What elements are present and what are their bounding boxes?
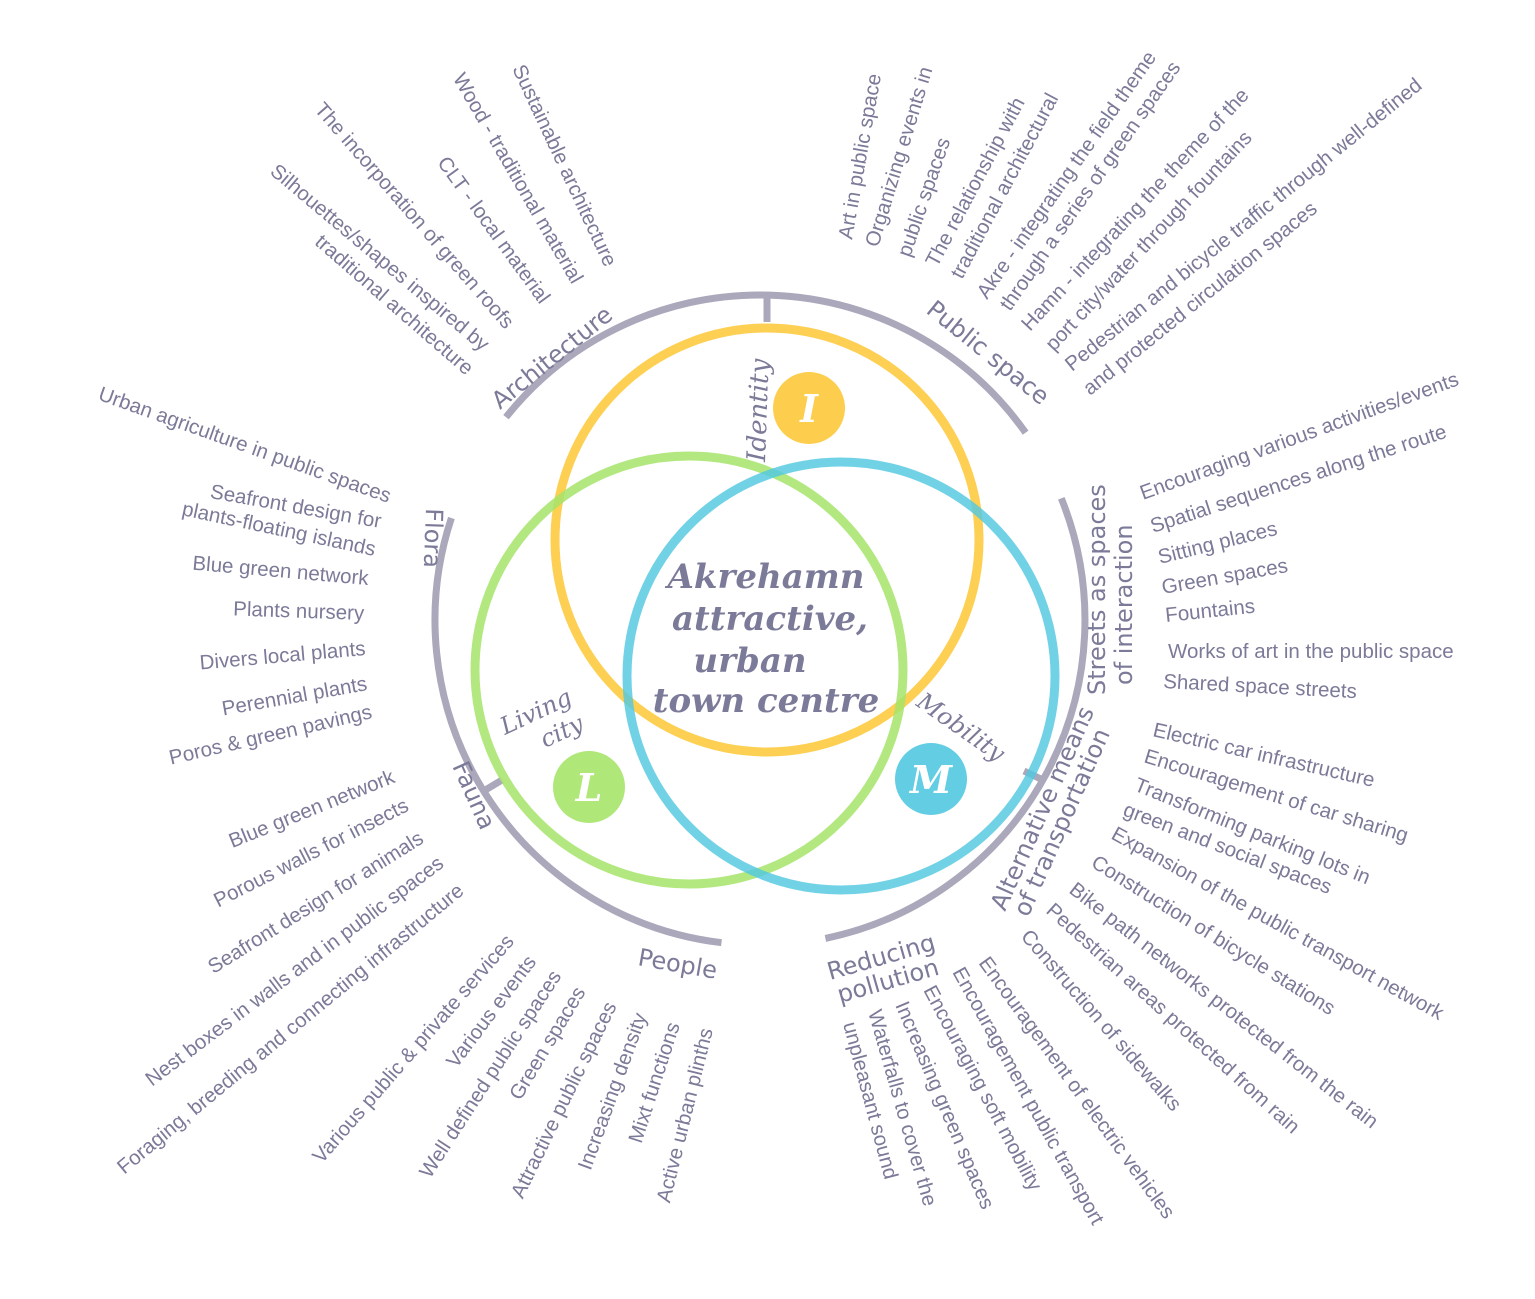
streets-item: Fountains bbox=[1164, 595, 1256, 627]
arc-streets-transport-pollution bbox=[824, 496, 1089, 942]
flora-item: Blue green network bbox=[192, 552, 371, 590]
mobility-circle bbox=[622, 457, 1060, 895]
flora-item: Plants nursery bbox=[233, 597, 366, 625]
streets-item: Works of art in the public space bbox=[1168, 640, 1454, 663]
living-city-badge-letter: L bbox=[575, 765, 603, 810]
center-title: Akrehamn attractive, urban town centre bbox=[653, 557, 880, 721]
center-title-line: Akrehamn bbox=[665, 557, 865, 597]
category-label-streets: Streets as spaces bbox=[1083, 484, 1111, 695]
mobility-badge bbox=[895, 743, 967, 815]
streets-item: Shared space streets bbox=[1163, 670, 1358, 703]
identity-badge bbox=[773, 372, 845, 444]
arc-flora-fauna-people bbox=[431, 516, 722, 947]
identity-label: Identity bbox=[742, 358, 776, 463]
category-label-streets: of interaction bbox=[1110, 524, 1138, 685]
living-city-circle bbox=[470, 451, 908, 889]
mobility-badge-letter: M bbox=[908, 757, 953, 802]
arc-architecture-public-space bbox=[503, 291, 1029, 435]
category-label-flora: Flora bbox=[418, 508, 448, 569]
center-title-line: town centre bbox=[653, 681, 880, 721]
people-item: Various public & private services bbox=[308, 930, 519, 1168]
identity-badge-letter: I bbox=[799, 386, 819, 431]
flora-item: Divers local plants bbox=[199, 637, 367, 674]
center-title-line: attractive, bbox=[672, 599, 868, 639]
category-label-fauna: Fauna bbox=[447, 757, 502, 834]
arc-divider-left bbox=[480, 776, 504, 796]
living-city-badge bbox=[553, 751, 625, 823]
category-label-people: People bbox=[636, 943, 719, 984]
center-title-line: urban bbox=[693, 641, 806, 681]
identity-circle bbox=[550, 323, 984, 757]
